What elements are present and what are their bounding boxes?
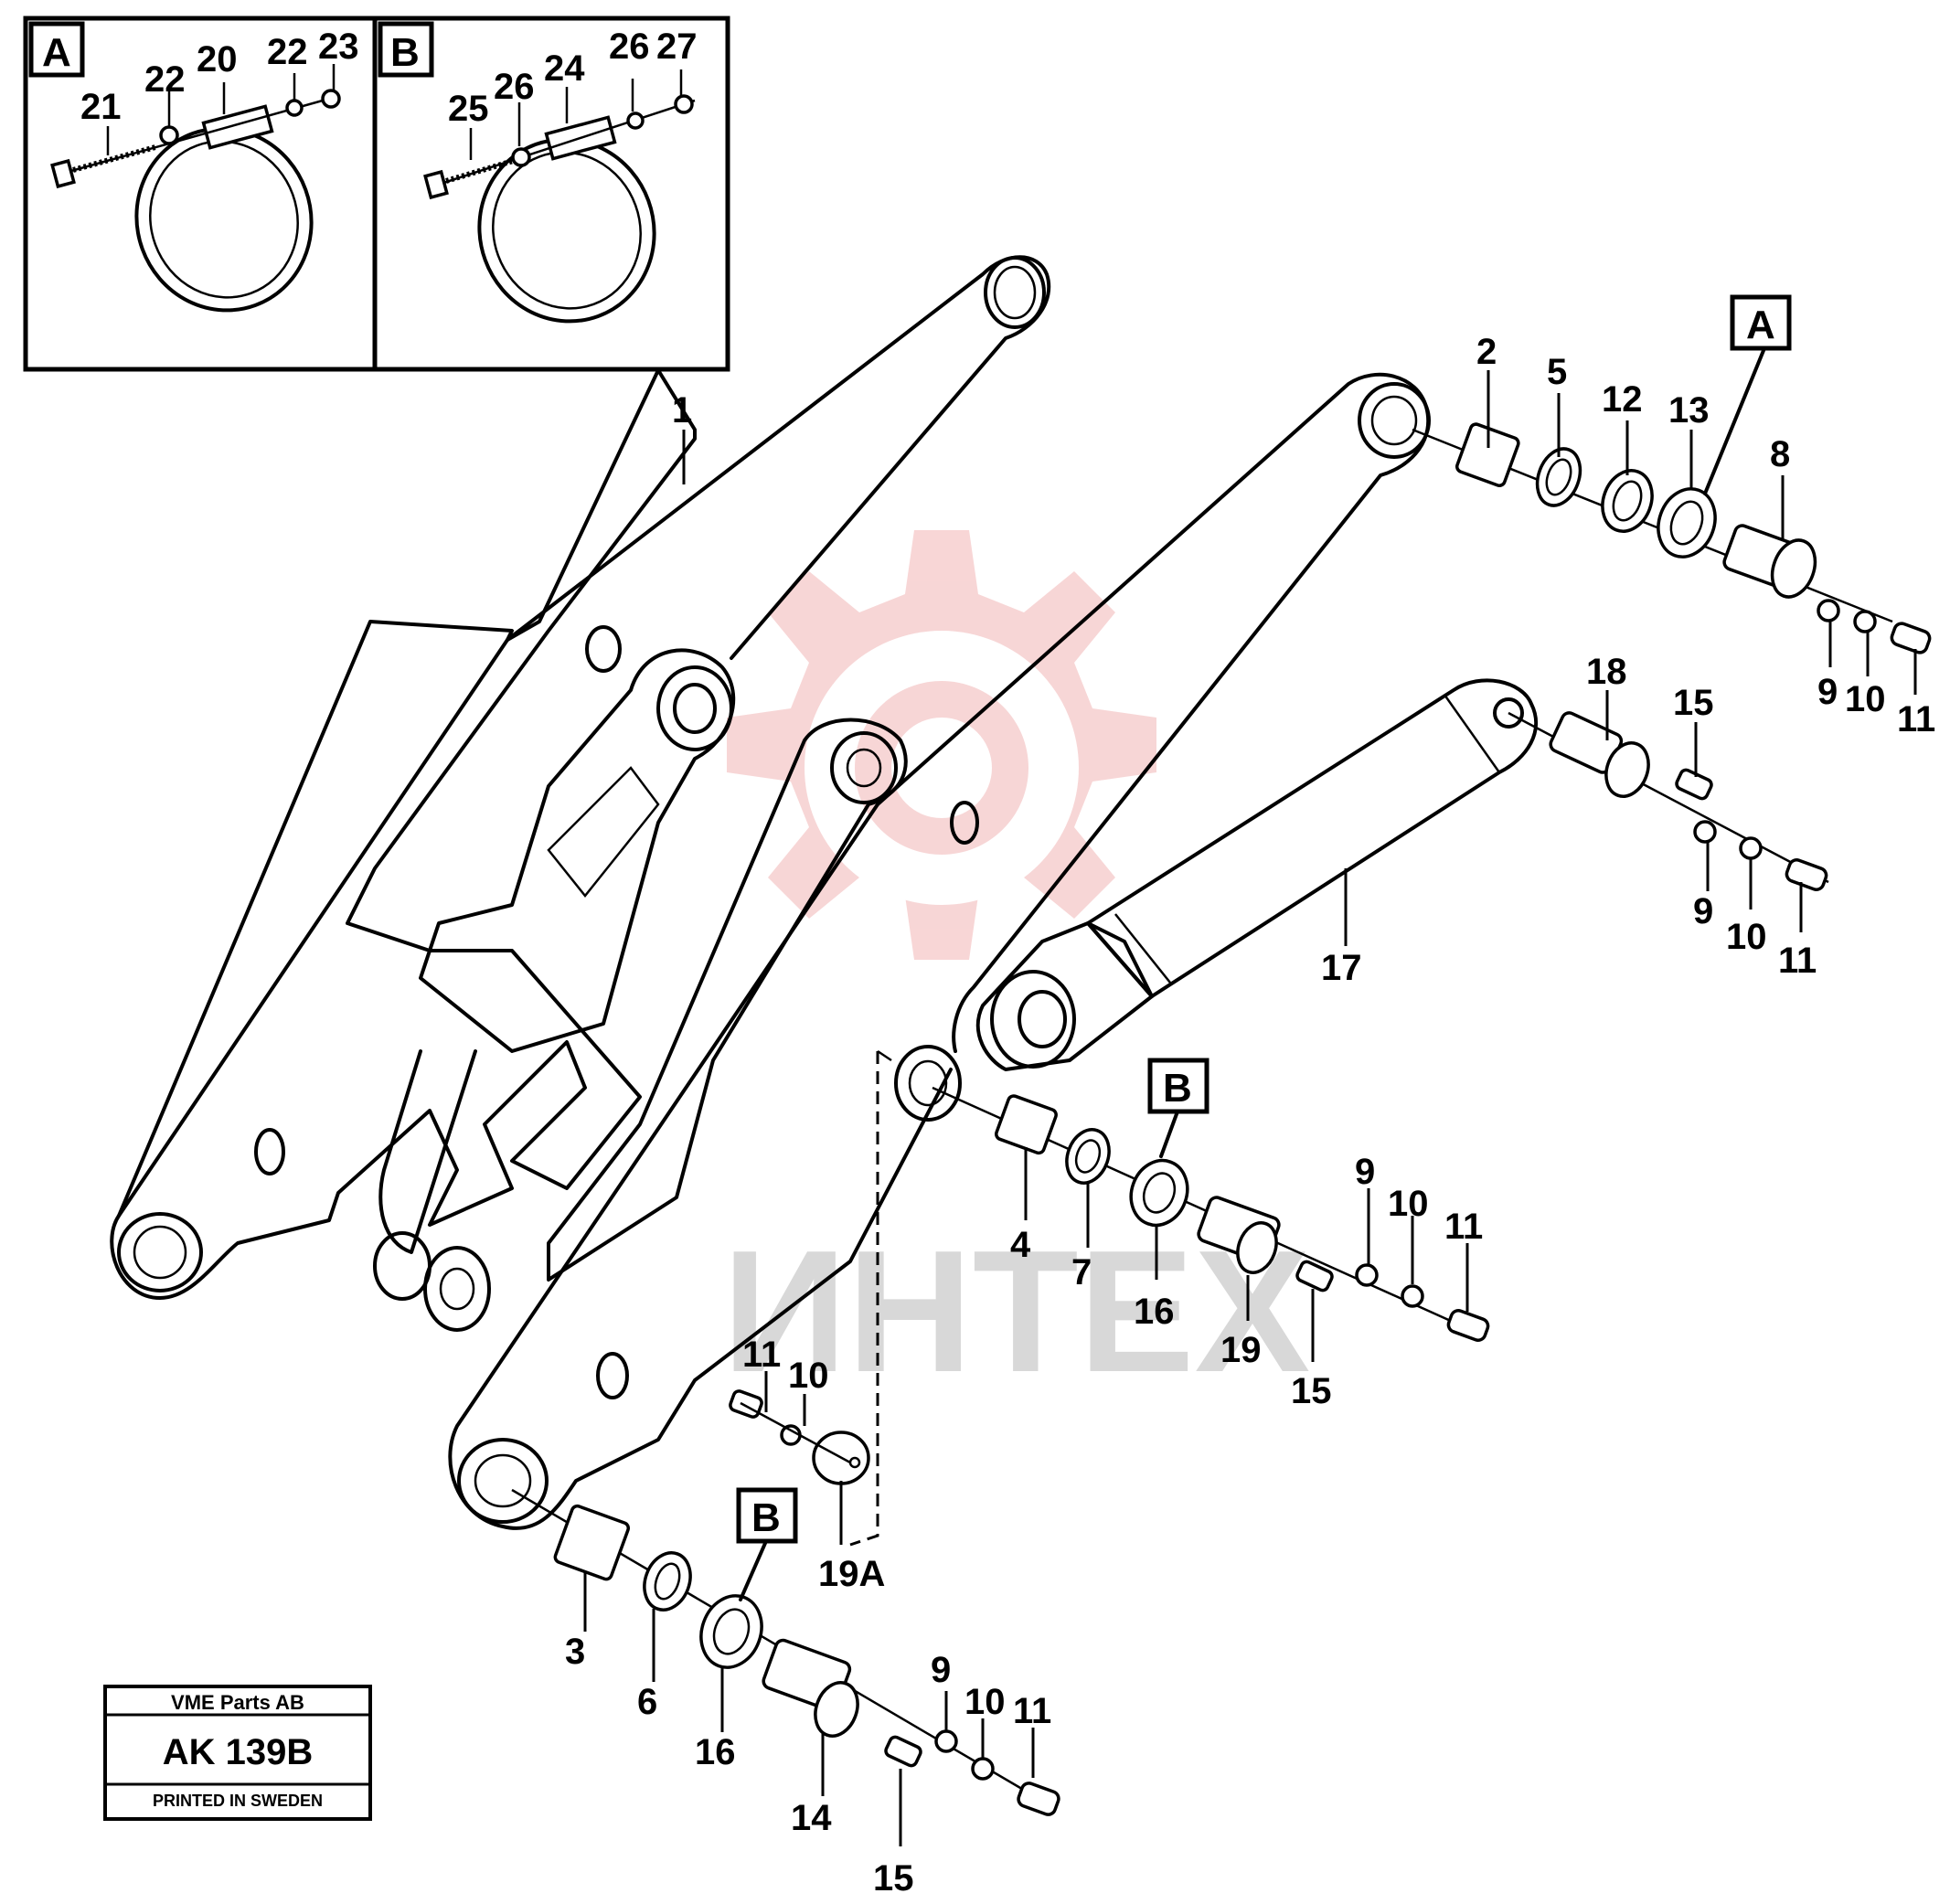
callout-16b: 16 xyxy=(695,1732,736,1772)
callout-10b: 10 xyxy=(1726,917,1767,957)
callout-21: 21 xyxy=(80,87,122,127)
inset-a: A 21 22 20 22 23 xyxy=(28,21,359,313)
pin-assembly-cylinder-top xyxy=(1508,711,1829,891)
stamp-printed: PRINTED IN SWEDEN xyxy=(153,1792,323,1810)
ref-box-b-upper: B xyxy=(1147,1058,1209,1158)
lift-arm-frame xyxy=(110,255,1431,1530)
callout-9e: 9 xyxy=(931,1650,951,1690)
callout-9a: 9 xyxy=(1817,672,1838,712)
ref-box-b-lower: B xyxy=(736,1487,798,1601)
callout-13: 13 xyxy=(1668,390,1710,431)
callout-27: 27 xyxy=(656,27,698,67)
callout-2: 2 xyxy=(1476,332,1497,372)
callout-18: 18 xyxy=(1586,652,1627,692)
svg-text:B: B xyxy=(751,1495,781,1540)
callout-5: 5 xyxy=(1547,352,1567,392)
svg-text:A: A xyxy=(1746,303,1775,347)
callout-7: 7 xyxy=(1071,1252,1092,1292)
watermark-text: ИНТЕХ xyxy=(722,1215,1310,1409)
callout-11c: 11 xyxy=(1444,1207,1483,1247)
inset-b: B 25 26 24 26 27 xyxy=(378,21,698,324)
callout-3: 3 xyxy=(565,1632,585,1672)
stamp-box: VME Parts AB AK 139B PRINTED IN SWEDEN xyxy=(103,1685,372,1821)
callout-12: 12 xyxy=(1602,379,1643,420)
callout-14: 14 xyxy=(791,1798,832,1838)
callout-15c: 15 xyxy=(873,1858,914,1899)
callout-15b: 15 xyxy=(1291,1371,1332,1411)
pin-assembly-middle xyxy=(932,1086,1490,1342)
callout-9c: 9 xyxy=(1355,1152,1375,1192)
svg-text:B: B xyxy=(1163,1066,1192,1111)
callout-10e: 10 xyxy=(964,1682,1006,1722)
callout-4: 4 xyxy=(1010,1225,1031,1265)
ref-box-a: A xyxy=(1703,294,1792,495)
callout-19a: 19A xyxy=(818,1554,885,1594)
callout-10c: 10 xyxy=(1388,1184,1429,1224)
callout-22b: 22 xyxy=(267,32,308,72)
inset-a-label: A xyxy=(42,30,71,75)
callout-6: 6 xyxy=(637,1682,657,1722)
callout-11d: 11 xyxy=(742,1335,781,1375)
hydraulic-cylinder xyxy=(975,678,1538,1071)
callout-15a: 15 xyxy=(1673,683,1714,723)
callout-11b: 11 xyxy=(1778,941,1817,981)
callout-11a: 11 xyxy=(1897,699,1935,739)
callout-9b: 9 xyxy=(1693,891,1713,931)
pin-assembly-top xyxy=(1412,422,1932,654)
callout-11e: 11 xyxy=(1013,1691,1051,1731)
callout-26: 26 xyxy=(494,67,535,107)
leader-lines xyxy=(583,370,1917,1846)
callout-10a: 10 xyxy=(1845,679,1886,719)
callout-16a: 16 xyxy=(1134,1292,1175,1332)
callout-20: 20 xyxy=(197,39,238,80)
callout-10d: 10 xyxy=(788,1356,829,1396)
callout-19: 19 xyxy=(1220,1330,1262,1370)
callouts: 1 2 5 12 13 8 9 10 11 18 15 9 10 11 17 4… xyxy=(565,332,1935,1899)
callout-17: 17 xyxy=(1321,948,1362,988)
callout-26b: 26 xyxy=(609,27,650,67)
inset-b-label: B xyxy=(390,30,420,75)
pin-assembly-bottom xyxy=(511,1488,1060,1816)
callout-22: 22 xyxy=(144,59,186,100)
inset-frame xyxy=(23,16,730,372)
callout-25: 25 xyxy=(448,89,489,129)
cap-19a xyxy=(729,1049,892,1547)
callout-23: 23 xyxy=(318,27,359,67)
stamp-code: AK 139B xyxy=(163,1732,314,1772)
callout-8: 8 xyxy=(1770,434,1790,474)
stamp-company: VME Parts AB xyxy=(171,1691,304,1714)
callout-24: 24 xyxy=(544,48,585,89)
callout-1: 1 xyxy=(672,390,692,431)
